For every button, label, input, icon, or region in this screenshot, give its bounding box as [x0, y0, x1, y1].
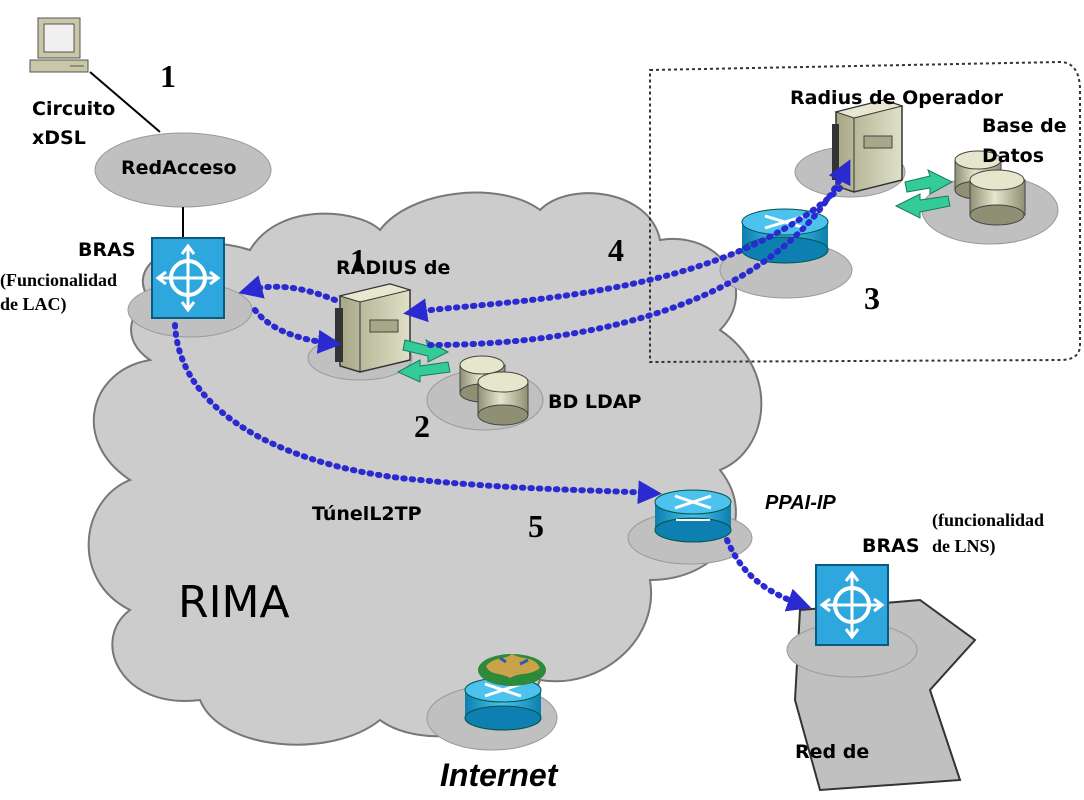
dotted-flows — [172, 159, 851, 612]
operador-database-icon — [954, 150, 1026, 226]
flow-ppai-to-lns — [724, 537, 812, 612]
label-bras-lac: BRAS — [78, 239, 136, 261]
computer-icon — [29, 17, 89, 73]
step-5: 5 — [528, 508, 544, 544]
bras-lac-icon — [151, 237, 225, 319]
operator-domain-box — [649, 60, 1081, 364]
label-funcionalidad-lns-2: de LNS) — [932, 536, 996, 556]
step-2: 2 — [414, 408, 430, 444]
label-bd-ldap: BD LDAP — [548, 391, 642, 413]
label-xdsl: xDSL — [32, 127, 86, 149]
radius-operador-server-icon — [832, 99, 904, 193]
label-radius-operador: Radius de Operador — [790, 87, 1003, 109]
bras-lns-icon — [815, 564, 889, 646]
label-circuito: Circuito — [32, 98, 116, 120]
ldap-database-icon — [459, 355, 529, 426]
flow-radius-to-bras — [238, 275, 338, 303]
radius-server-icon — [335, 283, 412, 373]
label-funcionalidad-lns-1: (funcionalidad — [932, 510, 1045, 530]
label-ppai-ip: PPAI-IP — [765, 492, 836, 514]
globe-icon — [478, 654, 546, 686]
flow-op-to-radius — [403, 185, 843, 323]
label-radius-de: RADIUS de — [336, 257, 451, 279]
step-1-top: 1 — [160, 58, 176, 94]
step-4: 4 — [608, 232, 624, 268]
operador-green-arrows — [894, 169, 954, 219]
flow-bras-to-radius — [252, 307, 342, 354]
label-red-de: Red de — [795, 741, 870, 763]
label-funcionalidad-lac-1: (Funcionalidad — [0, 270, 118, 290]
step-1-radius: 1 — [350, 242, 366, 278]
xdsl-link — [89, 71, 161, 133]
router-ppai-icon — [654, 489, 732, 543]
step-3: 3 — [864, 280, 880, 316]
label-funcionalidad-lac-2: de LAC) — [0, 294, 67, 314]
label-base-de: Base de — [982, 115, 1067, 137]
router-internet-icon — [464, 677, 542, 731]
flow-radius-to-op — [427, 159, 851, 348]
label-datos: Datos — [982, 145, 1045, 167]
label-red-acceso: RedAcceso — [121, 157, 237, 179]
label-internet: Internet — [440, 757, 558, 793]
label-bras-lns: BRAS — [862, 535, 920, 557]
label-tunel-l2tp: TúnelL2TP — [312, 503, 422, 525]
flow-tunnel-l2tp — [172, 322, 662, 505]
label-rima: RIMA — [178, 577, 290, 628]
